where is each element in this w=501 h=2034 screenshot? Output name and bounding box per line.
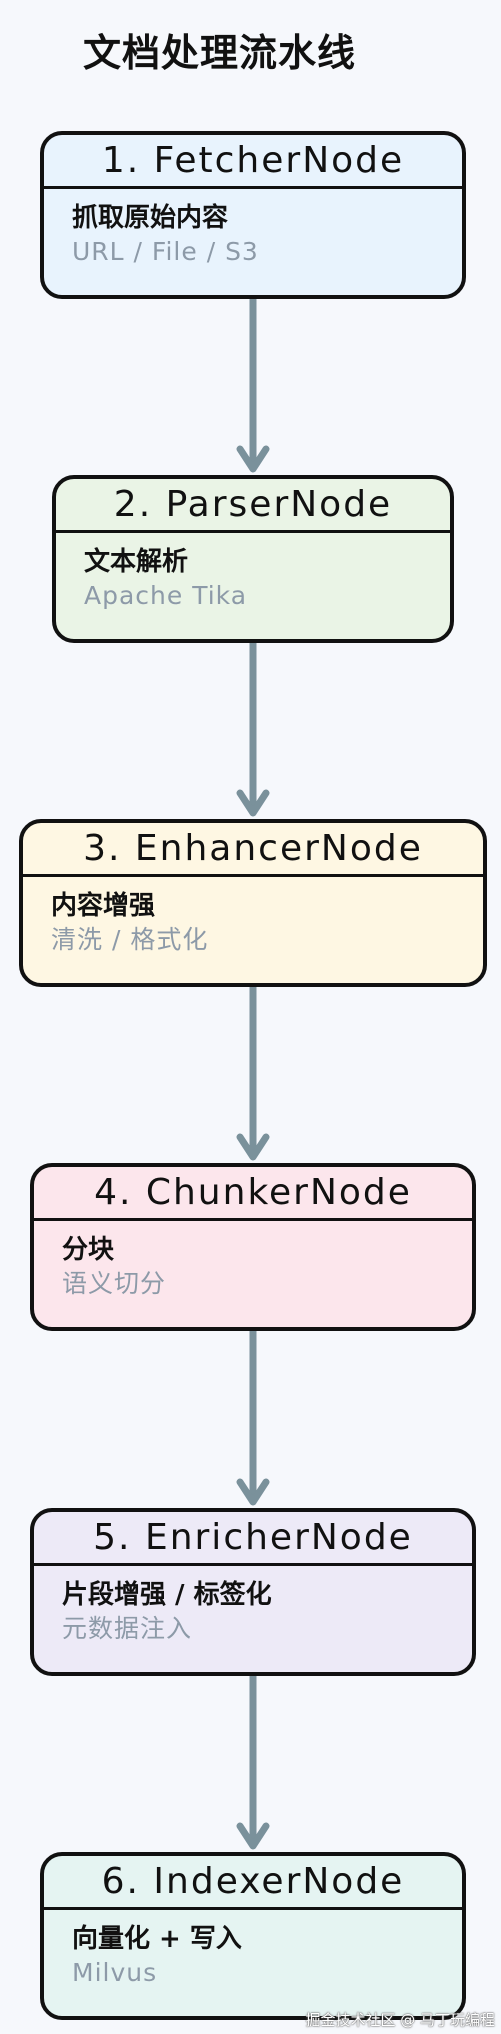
- arrow-head: [236, 1822, 270, 1850]
- node-indexer: 6. IndexerNode 向量化 + 写入 Milvus: [40, 1852, 466, 2020]
- arrow-head: [236, 789, 270, 817]
- node-fetcher: 1. FetcherNode 抓取原始内容 URL / File / S3: [40, 131, 466, 299]
- node-detail: Milvus: [72, 1958, 158, 1987]
- arrow-head: [236, 1478, 270, 1506]
- node-description: 文本解析: [84, 547, 189, 577]
- node-header: 2. ParserNode: [56, 479, 450, 533]
- node-detail: 清洗 / 格式化: [51, 925, 209, 954]
- diagram-title: 文档处理流水线: [83, 31, 357, 75]
- node-header: 5. EnricherNode: [34, 1512, 472, 1566]
- arrow-head: [236, 445, 270, 473]
- node-header: 4. ChunkerNode: [34, 1167, 472, 1221]
- node-description: 片段增强 / 标签化: [62, 1580, 272, 1610]
- node-detail: 元数据注入: [62, 1614, 193, 1643]
- node-enhancer: 3. EnhancerNode 内容增强 清洗 / 格式化: [19, 819, 487, 987]
- node-description: 内容增强: [51, 891, 156, 921]
- arrow-head: [236, 1133, 270, 1161]
- node-description: 分块: [62, 1235, 115, 1265]
- node-detail: URL / File / S3: [72, 237, 259, 266]
- node-header: 6. IndexerNode: [44, 1856, 462, 1910]
- node-enricher: 5. EnricherNode 片段增强 / 标签化 元数据注入: [30, 1508, 476, 1676]
- node-header: 1. FetcherNode: [44, 135, 462, 189]
- watermark: 掘金技术社区 @ 马丁玩编程: [305, 2011, 495, 2029]
- node-detail: Apache Tika: [84, 581, 248, 610]
- node-header: 3. EnhancerNode: [23, 823, 483, 877]
- node-description: 抓取原始内容: [72, 203, 229, 233]
- node-chunker: 4. ChunkerNode 分块 语义切分: [30, 1163, 476, 1331]
- node-description: 向量化 + 写入: [72, 1924, 242, 1954]
- node-parser: 2. ParserNode 文本解析 Apache Tika: [52, 475, 454, 643]
- node-detail: 语义切分: [62, 1269, 167, 1298]
